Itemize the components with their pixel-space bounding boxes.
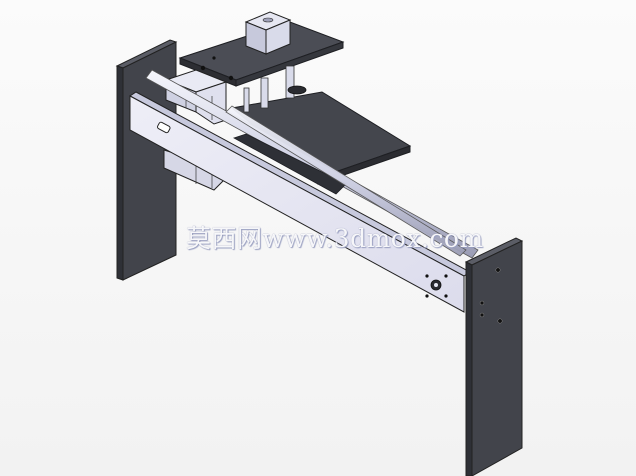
main-beam bbox=[129, 91, 471, 313]
top-mount-plate bbox=[178, 21, 345, 87]
lower-guide-rod bbox=[225, 105, 467, 257]
watermark-text: 莫西网www.3dmox.com bbox=[186, 224, 484, 253]
stepper-motor bbox=[244, 11, 292, 55]
right-upright-plate bbox=[464, 237, 524, 476]
vertical-guide-rods bbox=[243, 65, 307, 113]
